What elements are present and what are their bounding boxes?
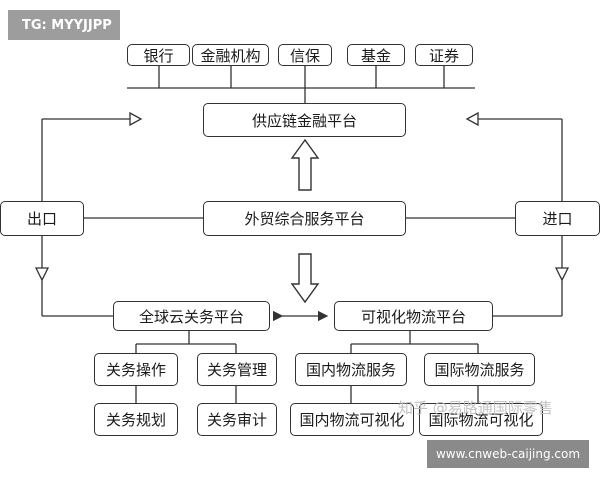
institution-financial: 金融机构 [192,44,269,66]
international-logistics-visualization: 国际物流可视化 [419,403,543,436]
supply-chain-finance-platform: 供应链金融平台 [203,103,406,137]
export-box: 出口 [0,201,84,236]
customs-management: 关务管理 [197,353,277,386]
institution-fund: 基金 [347,44,405,66]
customs-planning: 关务规划 [94,403,178,436]
customs-audit: 关务审计 [197,403,277,436]
international-logistics-service: 国际物流服务 [424,353,535,386]
institution-bank: 银行 [127,44,190,66]
domestic-logistics-visualization: 国内物流可视化 [290,403,414,436]
watermark-tag-bottom-right: www.cnweb-caijing.com [427,440,589,468]
logistics-platform: 可视化物流平台 [334,301,493,331]
customs-operation: 关务操作 [94,353,178,386]
customs-platform: 全球云关务平台 [113,301,270,331]
trade-service-platform: 外贸综合服务平台 [203,201,406,236]
watermark-tag-top-left: TG: MYYJJPP [8,10,120,40]
institution-credit-insurance: 信保 [278,44,332,66]
domestic-logistics-service: 国内物流服务 [295,353,407,386]
import-box: 进口 [515,201,600,236]
institution-securities: 证券 [415,44,473,66]
